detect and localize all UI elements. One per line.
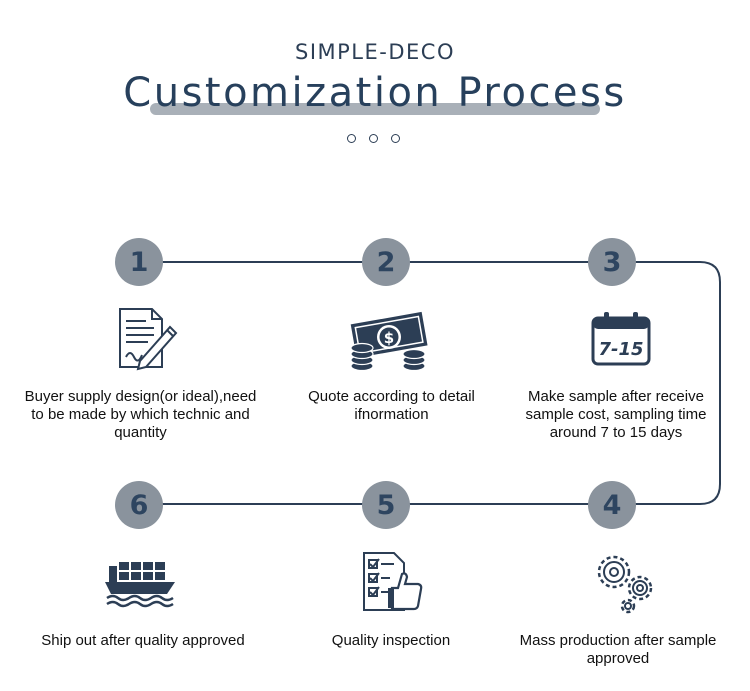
checklist-thumbs-up-icon (363, 552, 423, 611)
dot (391, 134, 400, 143)
step-3-badge: 3 (588, 238, 636, 286)
step-3-caption: Make sample after receive sample cost, s… (525, 388, 707, 441)
step-5-badge: 5 (362, 481, 410, 529)
page-title: Customization Process (123, 70, 627, 116)
cargo-ship-icon (105, 562, 175, 608)
gears-icon (597, 555, 653, 614)
decorative-dots (347, 134, 400, 143)
money-quote-icon: $ (350, 311, 428, 372)
title-underline (150, 103, 600, 115)
step-4-caption: Mass production after sample approved (519, 632, 717, 667)
step-4-badge: 4 (588, 481, 636, 529)
brand-label: SIMPLE-DECO (295, 40, 455, 64)
calendar-days-text: 7-15 (598, 339, 643, 360)
calendar-icon: 7-15 (591, 312, 651, 366)
step-2-caption: Quote according to detail ifnormation (308, 388, 475, 423)
contract-signing-icon (119, 308, 178, 371)
dot (347, 134, 356, 143)
step-6-caption: Ship out after quality approved (41, 632, 245, 649)
step-5-caption: Quality inspection (331, 632, 451, 649)
step-2-badge: 2 (362, 238, 410, 286)
step-1-caption: Buyer supply design(or ideal),need to be… (24, 388, 257, 441)
dollar-sign: $ (384, 329, 394, 347)
step-6-badge: 6 (115, 481, 163, 529)
dot (369, 134, 378, 143)
step-1-badge: 1 (115, 238, 163, 286)
